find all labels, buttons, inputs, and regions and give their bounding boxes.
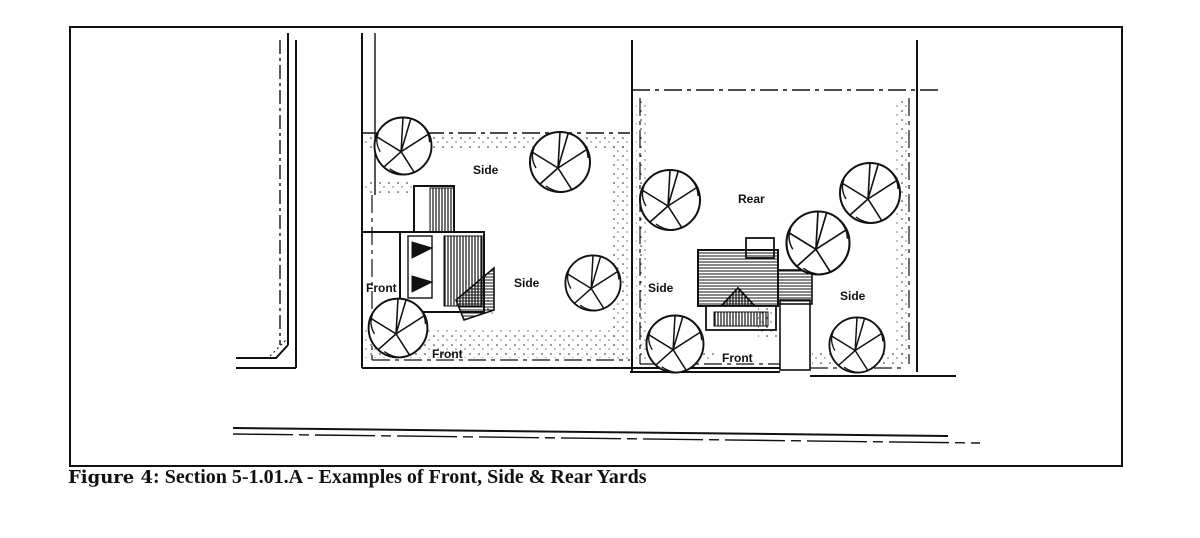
label-front-bottom: Front — [432, 347, 463, 361]
left-house — [399, 185, 495, 321]
bottom-street — [232, 427, 981, 444]
figure-border — [69, 26, 1123, 467]
label-front-left: Front — [366, 281, 397, 295]
label-side-middle: Side — [514, 276, 540, 290]
label-side-upper: Side — [473, 163, 499, 177]
caption-text: : Section 5-1.01.A - Examples of Front, … — [153, 466, 647, 488]
label-side-right: Side — [840, 289, 866, 303]
right-house — [697, 237, 813, 338]
label-front-right: Front — [722, 351, 753, 365]
label-side-center: Side — [648, 281, 674, 295]
left-street — [236, 33, 297, 369]
figure-caption: Figure 4: Section 5-1.01.A - Examples of… — [68, 466, 647, 489]
label-rear: Rear — [738, 192, 765, 206]
caption-figure-number: Figure 4 — [68, 467, 154, 488]
